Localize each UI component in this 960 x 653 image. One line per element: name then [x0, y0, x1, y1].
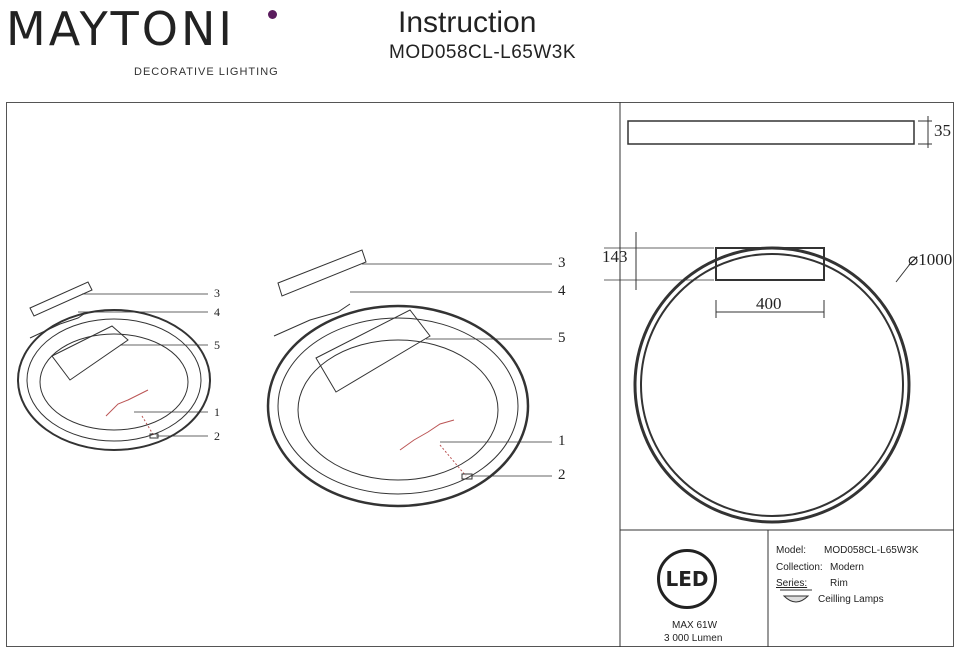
spec-collection-value: Modern [830, 562, 864, 573]
spec-model-label: Model: [776, 545, 807, 556]
side-view-profile [627, 120, 915, 145]
exploded-view-large [266, 249, 530, 508]
led-badge: LED [657, 549, 717, 609]
ring-outer [633, 246, 911, 524]
callout-1-small: 1 [214, 405, 220, 419]
callout-3-small: 3 [214, 286, 220, 300]
callout-5-small: 5 [214, 338, 220, 352]
drawing-frame [6, 102, 954, 647]
front-box [715, 247, 825, 281]
dim-box-width: 400 [756, 294, 782, 313]
exploded-view-small [17, 281, 211, 451]
callout-2-small: 2 [214, 429, 220, 443]
spec-type-value: Ceilling Lamps [818, 594, 884, 605]
callout-4-small: 4 [214, 305, 220, 319]
spec-model-value: MOD058CL-L65W3K [824, 545, 919, 556]
callout-2-large: 2 [558, 467, 566, 483]
ceiling-lamp-icon [782, 595, 810, 603]
callout-4-large: 4 [558, 283, 566, 299]
led-power: MAX 61W [672, 620, 718, 631]
logo-dot [268, 10, 277, 19]
dim-diameter: ⌀1000 [908, 250, 953, 269]
spec-series-value: Rim [830, 578, 848, 589]
page-title: Instruction [398, 6, 537, 39]
dim-box-depth: 143 [602, 247, 628, 266]
dim-height: 35 [934, 121, 951, 140]
model-heading: MOD058CL-L65W3K [389, 42, 577, 63]
brand-logo: MAYTONI DECORATIVE LIGHTING [6, 2, 278, 78]
spec-collection-label: Collection: [776, 562, 823, 573]
spec-series-label: Series: [776, 578, 808, 589]
ring-inner [640, 253, 904, 517]
callout-5-large: 5 [558, 330, 566, 346]
brand-name: MAYTONI [6, 2, 235, 56]
led-lumen: 3 000 Lumen [664, 633, 723, 644]
brand-tagline: DECORATIVE LIGHTING [134, 66, 279, 78]
callout-1-large: 1 [558, 433, 566, 449]
callout-3-large: 3 [558, 255, 566, 271]
